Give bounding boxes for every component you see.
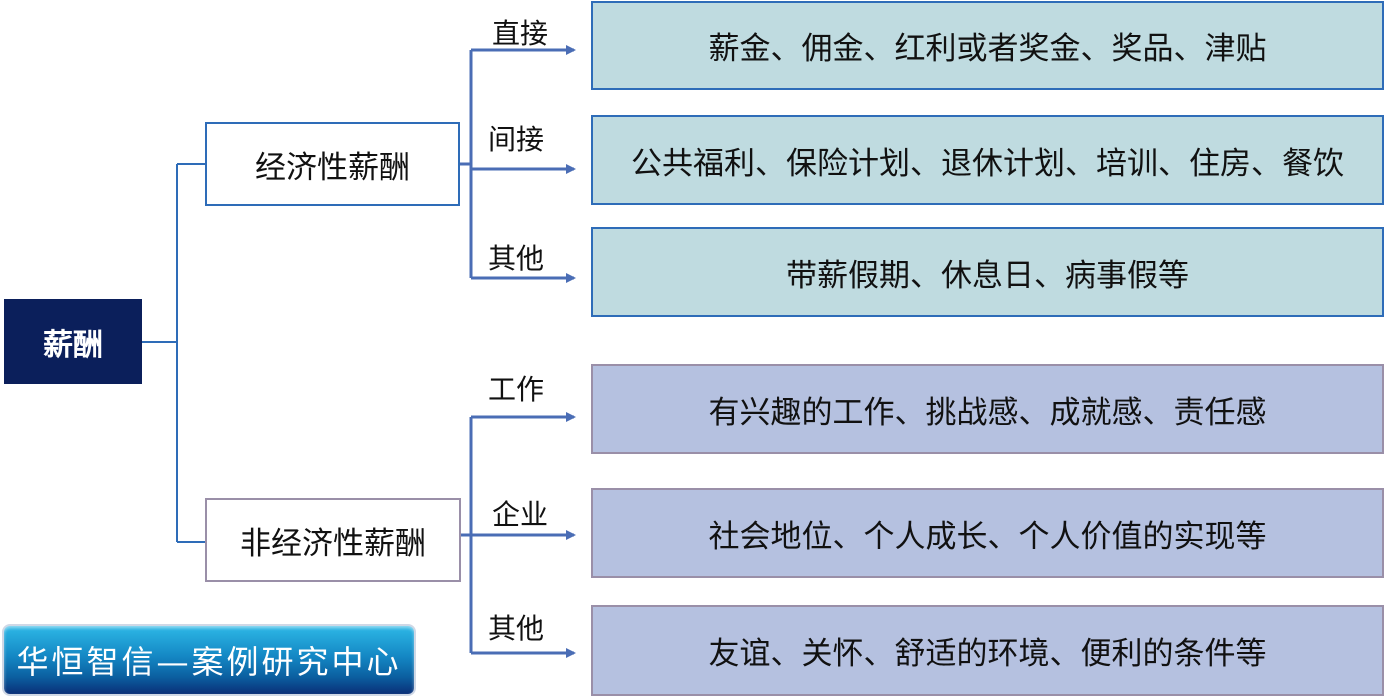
enterprise-content: 社会地位、个人成长、个人价值的实现等 bbox=[708, 518, 1267, 555]
non-economic-compensation-node: 非经济性薪酬 bbox=[205, 498, 461, 582]
direct-label: 直接 bbox=[492, 17, 549, 50]
economic-other-content-box: 带薪假期、休息日、病事假等 bbox=[591, 227, 1384, 317]
root-node: 薪酬 bbox=[4, 299, 142, 384]
indirect-label: 间接 bbox=[488, 123, 545, 156]
economic-other-label: 其他 bbox=[488, 242, 545, 275]
brand-label: 华恒智信—案例研究中心 bbox=[16, 643, 402, 681]
indirect-content: 公共福利、保险计划、退休计划、培训、住房、餐饮 bbox=[631, 145, 1344, 182]
brand-banner: 华恒智信—案例研究中心 bbox=[4, 626, 414, 694]
non-economic-other-label: 其他 bbox=[488, 612, 545, 645]
economic-compensation-node: 经济性薪酬 bbox=[205, 122, 460, 206]
non-economic-compensation-label: 非经济性薪酬 bbox=[240, 525, 426, 562]
work-label: 工作 bbox=[488, 373, 545, 406]
economic-connector bbox=[460, 45, 576, 283]
root-connector bbox=[142, 163, 205, 543]
non-economic-other-content-box: 友谊、关怀、舒适的环境、便利的条件等 bbox=[591, 605, 1384, 696]
non-economic-connector bbox=[461, 412, 576, 658]
root-label: 薪酬 bbox=[43, 327, 103, 363]
economic-compensation-label: 经济性薪酬 bbox=[255, 149, 410, 186]
indirect-content-box: 公共福利、保险计划、退休计划、培训、住房、餐饮 bbox=[591, 115, 1384, 205]
enterprise-label: 企业 bbox=[492, 498, 549, 531]
enterprise-content-box: 社会地位、个人成长、个人价值的实现等 bbox=[591, 488, 1384, 578]
work-content: 有兴趣的工作、挑战感、成就感、责任感 bbox=[708, 394, 1267, 431]
non-economic-other-content: 友谊、关怀、舒适的环境、便利的条件等 bbox=[708, 636, 1267, 672]
direct-content: 薪金、佣金、红利或者奖金、奖品、津贴 bbox=[708, 31, 1267, 67]
direct-content-box: 薪金、佣金、红利或者奖金、奖品、津贴 bbox=[591, 1, 1384, 90]
work-content-box: 有兴趣的工作、挑战感、成就感、责任感 bbox=[591, 364, 1384, 454]
economic-other-content: 带薪假期、休息日、病事假等 bbox=[786, 257, 1189, 294]
